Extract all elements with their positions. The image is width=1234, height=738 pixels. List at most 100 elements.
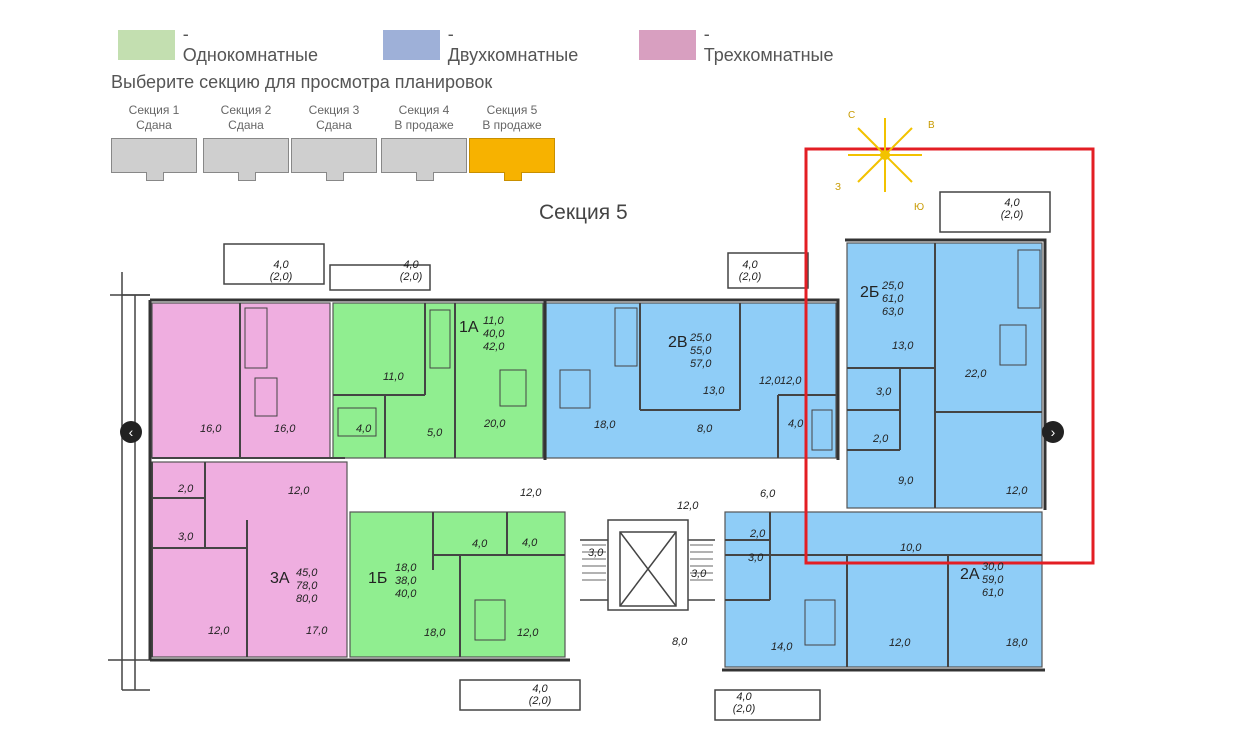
room-area: 12,0 [780, 375, 802, 387]
next-arrow-button[interactable]: › [1042, 421, 1064, 443]
balcony-area: 4,0 [736, 691, 752, 703]
apartment-1A[interactable] [332, 302, 544, 459]
room-area: 11,0 [383, 371, 404, 383]
legend-swatch-pink [639, 30, 696, 60]
room-area: 3,0 [691, 568, 707, 580]
legend-two-room: - Двухкомнатные [383, 24, 582, 65]
balcony-sub: (2,0) [739, 271, 762, 283]
apartment-code-1A: 1А [459, 319, 479, 336]
room-area: 5,0 [427, 427, 443, 439]
balcony-area: 4,0 [273, 259, 289, 271]
room-area: 3,0 [178, 531, 194, 543]
room-area: 8,0 [697, 423, 713, 435]
apartment-area: 45,0 [296, 567, 318, 579]
apartment-area: 42,0 [483, 341, 505, 353]
room-area: 14,0 [771, 641, 793, 653]
apartment-code-1B: 1Б [368, 570, 387, 587]
room-area: 13,0 [703, 385, 725, 397]
room-area: 16,0 [274, 423, 296, 435]
legend-swatch-blue [383, 30, 440, 60]
apartment-3A[interactable] [151, 461, 348, 658]
balcony [714, 689, 821, 721]
compass-n: С [848, 110, 855, 121]
compass-e: В [928, 120, 935, 131]
apartment-area: 25,0 [689, 332, 712, 344]
room-area: 2,0 [749, 528, 766, 540]
balcony-sub: (2,0) [529, 695, 552, 707]
apartment-area: 57,0 [690, 358, 712, 370]
apartment-code-2V: 2В [668, 334, 688, 351]
room-area: 4,0 [788, 418, 804, 430]
apartment-1B[interactable] [349, 511, 566, 658]
plan-outline [108, 272, 150, 691]
balcony-sub: (2,0) [270, 271, 293, 283]
balcony [223, 243, 325, 285]
apartment-area: 78,0 [296, 580, 318, 592]
apartment-area: 61,0 [982, 587, 1004, 599]
room-area: 12,0 [517, 627, 539, 639]
balcony-sub: (2,0) [1001, 209, 1024, 221]
balcony-area: 4,0 [403, 259, 419, 271]
room-area: 12,0 [1006, 485, 1028, 497]
apartment-code-2A: 2А [960, 566, 980, 583]
room-area: 3,0 [876, 386, 892, 398]
room-area: 12,0 [520, 487, 542, 499]
balcony-sub: (2,0) [400, 271, 423, 283]
room-area: 17,0 [306, 625, 328, 637]
room-area: 4,0 [472, 538, 488, 550]
outer-walls [148, 238, 1047, 672]
legend-label: - Двухкомнатные [447, 24, 579, 65]
room-area: 20,0 [483, 418, 506, 430]
furniture [244, 249, 1041, 646]
apartment-area: 11,0 [483, 315, 504, 327]
apartment-area: 30,0 [982, 561, 1004, 573]
prev-arrow-button[interactable]: ‹ [120, 421, 142, 443]
apartment-code-3A: 3А [270, 570, 290, 587]
room-walls [151, 243, 1042, 667]
apartment-area: 63,0 [882, 306, 904, 318]
apartment-2B[interactable] [846, 242, 1043, 509]
room-area: 6,0 [760, 488, 776, 500]
balcony [939, 191, 1051, 233]
legend-label: - Трехкомнатные [703, 24, 834, 65]
apartment-area: 40,0 [483, 328, 505, 340]
apartment-area: 61,0 [882, 293, 904, 305]
room-area: 10,0 [900, 542, 922, 554]
room-area: 8,0 [672, 636, 688, 648]
room-area: 9,0 [898, 475, 914, 487]
apartment-2A[interactable] [724, 511, 1043, 668]
legend-one-room: - Однокомнатные [118, 24, 321, 65]
apartment-area: 59,0 [982, 574, 1004, 586]
legend-three-room: - Трехкомнатные [639, 24, 837, 65]
room-area: 12,0 [759, 375, 781, 387]
balcony-sub: (2,0) [733, 703, 756, 715]
room-area: 4,0 [522, 537, 538, 549]
apartment-area: 18,0 [395, 562, 417, 574]
balcony [329, 264, 431, 291]
room-area: 18,0 [594, 419, 616, 431]
room-area: 4,0 [356, 423, 372, 435]
apartment-area: 55,0 [690, 345, 712, 357]
apartment-code-2B: 2Б [860, 284, 879, 301]
selection-highlight [804, 147, 1095, 565]
balconies [223, 191, 1051, 721]
apartment-area: 25,0 [881, 280, 904, 292]
room-area: 18,0 [1006, 637, 1028, 649]
room-area: 3,0 [588, 547, 604, 559]
room-area: 2,0 [872, 433, 889, 445]
room-area: 12,0 [208, 625, 230, 637]
legend-label: - Однокомнатные [182, 24, 319, 65]
stairs [582, 544, 713, 581]
plan-title: Секция 5 [539, 201, 628, 224]
apartment-area: 40,0 [395, 588, 417, 600]
room-area: 12,0 [677, 500, 699, 512]
room-area: 2,0 [177, 483, 194, 495]
apartment-2V[interactable] [545, 302, 837, 459]
compass-s: Ю [914, 202, 924, 213]
